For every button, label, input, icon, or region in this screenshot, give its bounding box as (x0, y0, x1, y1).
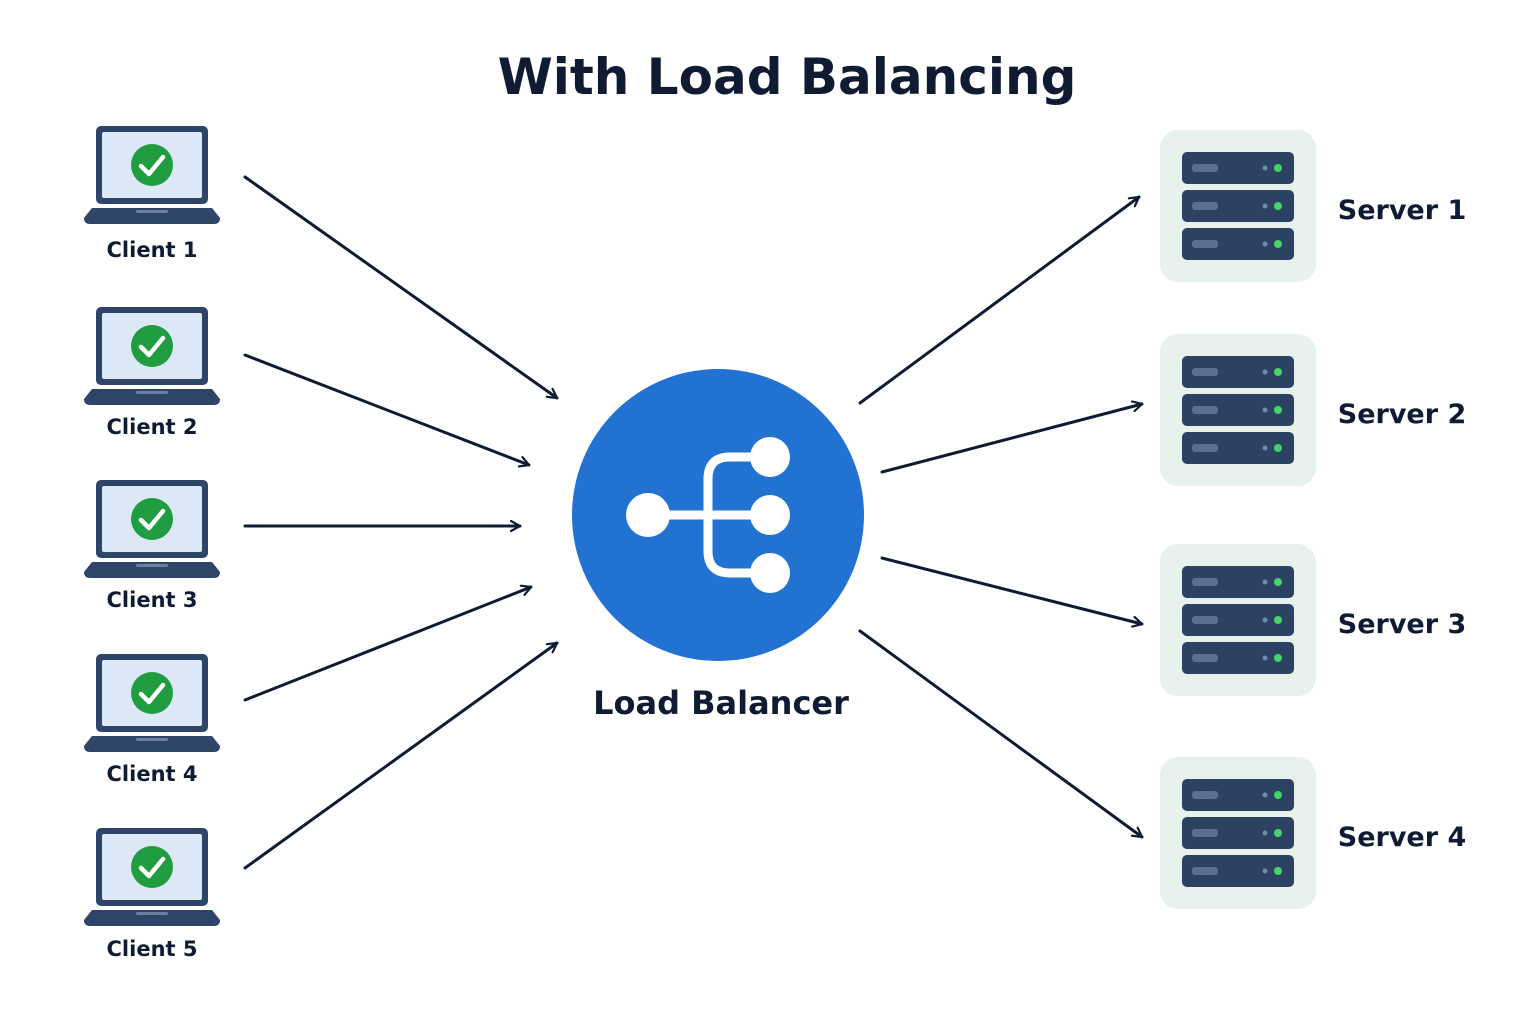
server-rack-icon (1182, 779, 1294, 887)
connection-arrows (243, 175, 1144, 870)
server-label: Server 4 (1338, 822, 1467, 853)
check-circle-icon (131, 846, 173, 888)
clients-column: Client 1 Client 2 Client 3 Client 4 Client 5 (84, 126, 220, 961)
server-label: Server 3 (1338, 609, 1467, 640)
server-rack-icon (1182, 566, 1294, 674)
server-node: Server 1 (1160, 130, 1466, 282)
load-balancer: Load Balancer (572, 369, 864, 722)
check-circle-icon (131, 498, 173, 540)
load-balancer-label: Load Balancer (593, 684, 849, 722)
connection-arrow (243, 353, 531, 465)
server-rack-icon (1182, 152, 1294, 260)
server-node: Server 3 (1160, 544, 1466, 696)
check-circle-icon (131, 144, 173, 186)
client-label: Client 3 (107, 588, 198, 612)
client-laptop: Client 4 (84, 654, 220, 786)
connection-arrow (880, 404, 1144, 474)
client-label: Client 2 (107, 415, 198, 439)
diagram-title: With Load Balancing (498, 48, 1077, 106)
server-label: Server 1 (1338, 195, 1467, 226)
server-node: Server 4 (1160, 757, 1466, 909)
client-laptop: Client 5 (84, 828, 220, 961)
client-label: Client 1 (107, 238, 198, 262)
connection-arrow (243, 641, 559, 870)
client-laptop: Client 1 (84, 126, 220, 262)
server-node: Server 2 (1160, 334, 1466, 486)
client-laptop: Client 2 (84, 307, 220, 439)
client-label: Client 5 (107, 937, 198, 961)
connection-arrow (858, 629, 1144, 839)
connection-arrow (858, 195, 1141, 405)
servers-column: Server 1 Server 2 Server 3 Server 4 (1160, 130, 1466, 909)
connection-arrow (243, 587, 533, 702)
connection-arrow (880, 556, 1144, 624)
connection-arrow (243, 175, 559, 400)
check-circle-icon (131, 325, 173, 367)
client-label: Client 4 (107, 762, 198, 786)
server-label: Server 2 (1338, 399, 1467, 430)
server-rack-icon (1182, 356, 1294, 464)
check-circle-icon (131, 672, 173, 714)
client-laptop: Client 3 (84, 480, 220, 612)
